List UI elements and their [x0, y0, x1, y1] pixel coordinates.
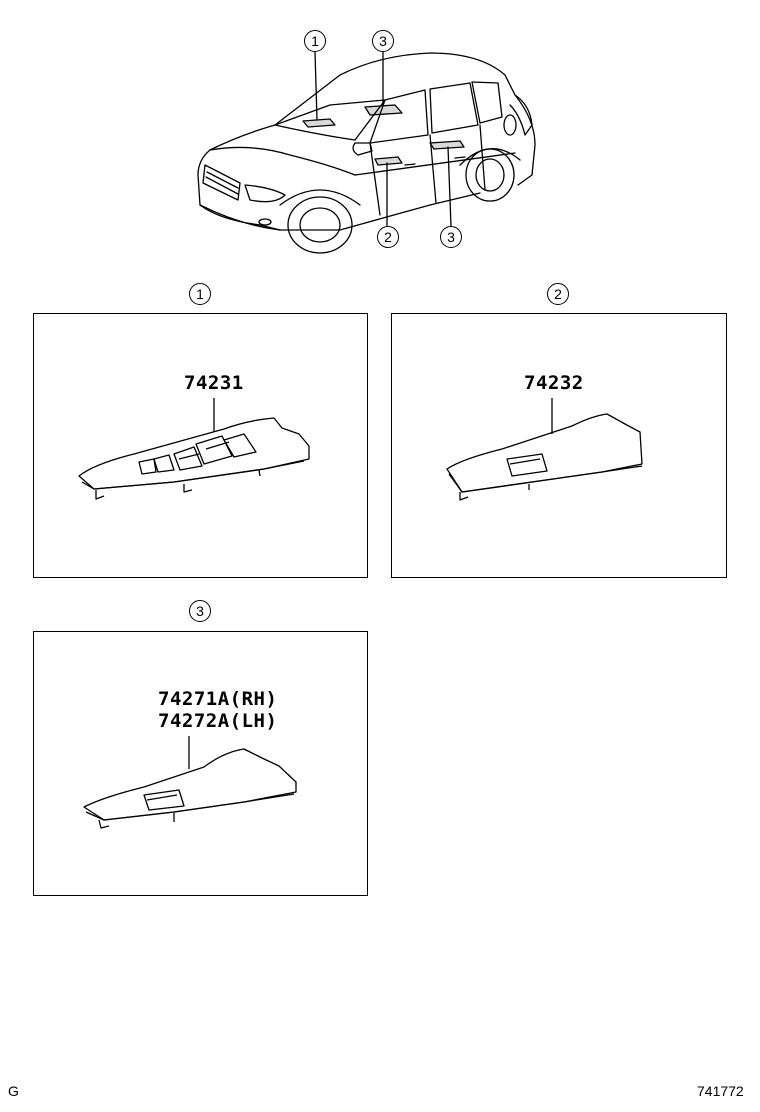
- part-number-74271a-rh: 74271A(RH): [158, 688, 278, 710]
- panel-2-callout: 2: [547, 283, 569, 305]
- panel-1-callout: 1: [189, 283, 211, 305]
- part-number-74232: 74232: [524, 372, 584, 394]
- switch-panel-74231: [34, 314, 369, 579]
- switch-panel-74232: [392, 314, 728, 579]
- panel-3: 74271A(RH) 74272A(LH): [33, 631, 368, 896]
- overview-callout-2: 2: [377, 226, 399, 248]
- vehicle-overview: 1 3 2 3: [180, 25, 560, 265]
- footer-figure-number: 741772: [697, 1083, 744, 1099]
- overview-callout-1: 1: [304, 30, 326, 52]
- part-number-74231: 74231: [184, 372, 244, 394]
- panel-2: 74232: [391, 313, 727, 578]
- overview-callout-3-lower: 3: [440, 226, 462, 248]
- panel-3-callout: 3: [189, 600, 211, 622]
- footer-left-code: G: [8, 1083, 19, 1099]
- switch-panel-74271a-74272a: [34, 632, 369, 897]
- overview-callout-3-upper: 3: [372, 30, 394, 52]
- panel-1: 74231: [33, 313, 368, 578]
- part-number-74272a-lh: 74272A(LH): [158, 710, 278, 732]
- vehicle-illustration: [180, 25, 560, 265]
